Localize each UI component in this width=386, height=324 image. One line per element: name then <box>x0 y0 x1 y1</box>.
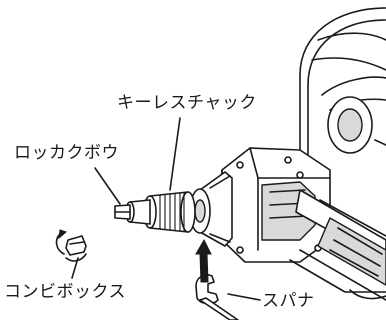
lock-rod-label: ロッカクボウ <box>14 143 119 163</box>
combi-box-label: コンビボックス <box>4 282 126 302</box>
combi-box-tool <box>55 229 87 262</box>
spanner-label: スパナ <box>262 291 315 311</box>
keyless-chuck <box>125 191 196 233</box>
machine-frame <box>299 7 386 181</box>
spanner-tool <box>195 238 239 321</box>
keyless-chuck-label: キーレスチャック <box>117 93 257 113</box>
hex-rod <box>114 204 131 220</box>
gear-nose <box>189 171 233 247</box>
side-handle <box>289 189 386 301</box>
